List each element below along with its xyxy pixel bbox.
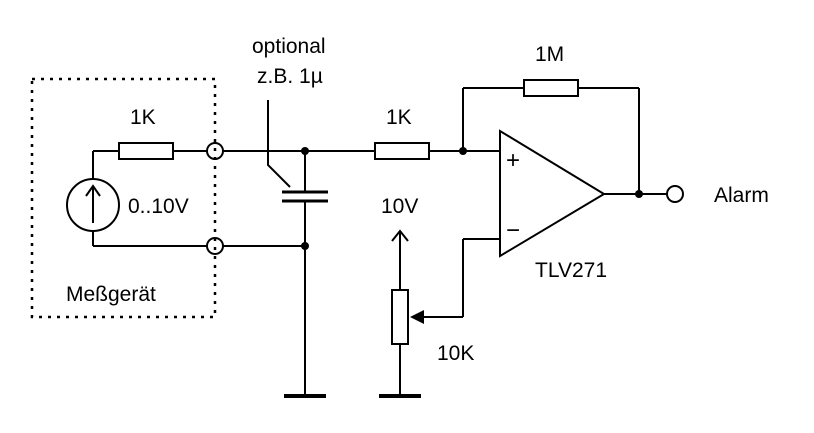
meter-resistor-label: 1K (130, 106, 156, 129)
feedback-resistor (523, 79, 579, 97)
meter-name-label: Meßgerät (66, 283, 156, 306)
input-resistor (374, 142, 430, 160)
source-range-label: 0..10V (128, 195, 189, 218)
pot-value-label: 10K (437, 342, 474, 365)
capacitor-note-line2: z.B. 1µ (257, 65, 323, 88)
capacitor-note-pointer (267, 100, 291, 188)
meter-enclosure (30, 77, 217, 319)
opamp (499, 129, 606, 258)
feedback-resistor-label: 1M (535, 43, 564, 66)
opamp-minus-sign: − (506, 217, 520, 244)
output-terminal (666, 185, 684, 203)
capacitor-note-line1: optional (252, 35, 326, 58)
wiper-arrow (410, 310, 424, 324)
opamp-plus-sign: + (506, 147, 520, 174)
input-resistor-label: 1K (386, 106, 412, 129)
junction-cap-bottom (301, 242, 309, 250)
potentiometer (391, 289, 409, 345)
opamp-type-label: TLV271 (535, 259, 607, 282)
output-label: Alarm (714, 184, 769, 207)
meter-resistor (118, 142, 174, 160)
voltage-source (66, 178, 120, 232)
junction-output (635, 190, 643, 198)
ref-voltage-label: 10V (381, 195, 418, 218)
